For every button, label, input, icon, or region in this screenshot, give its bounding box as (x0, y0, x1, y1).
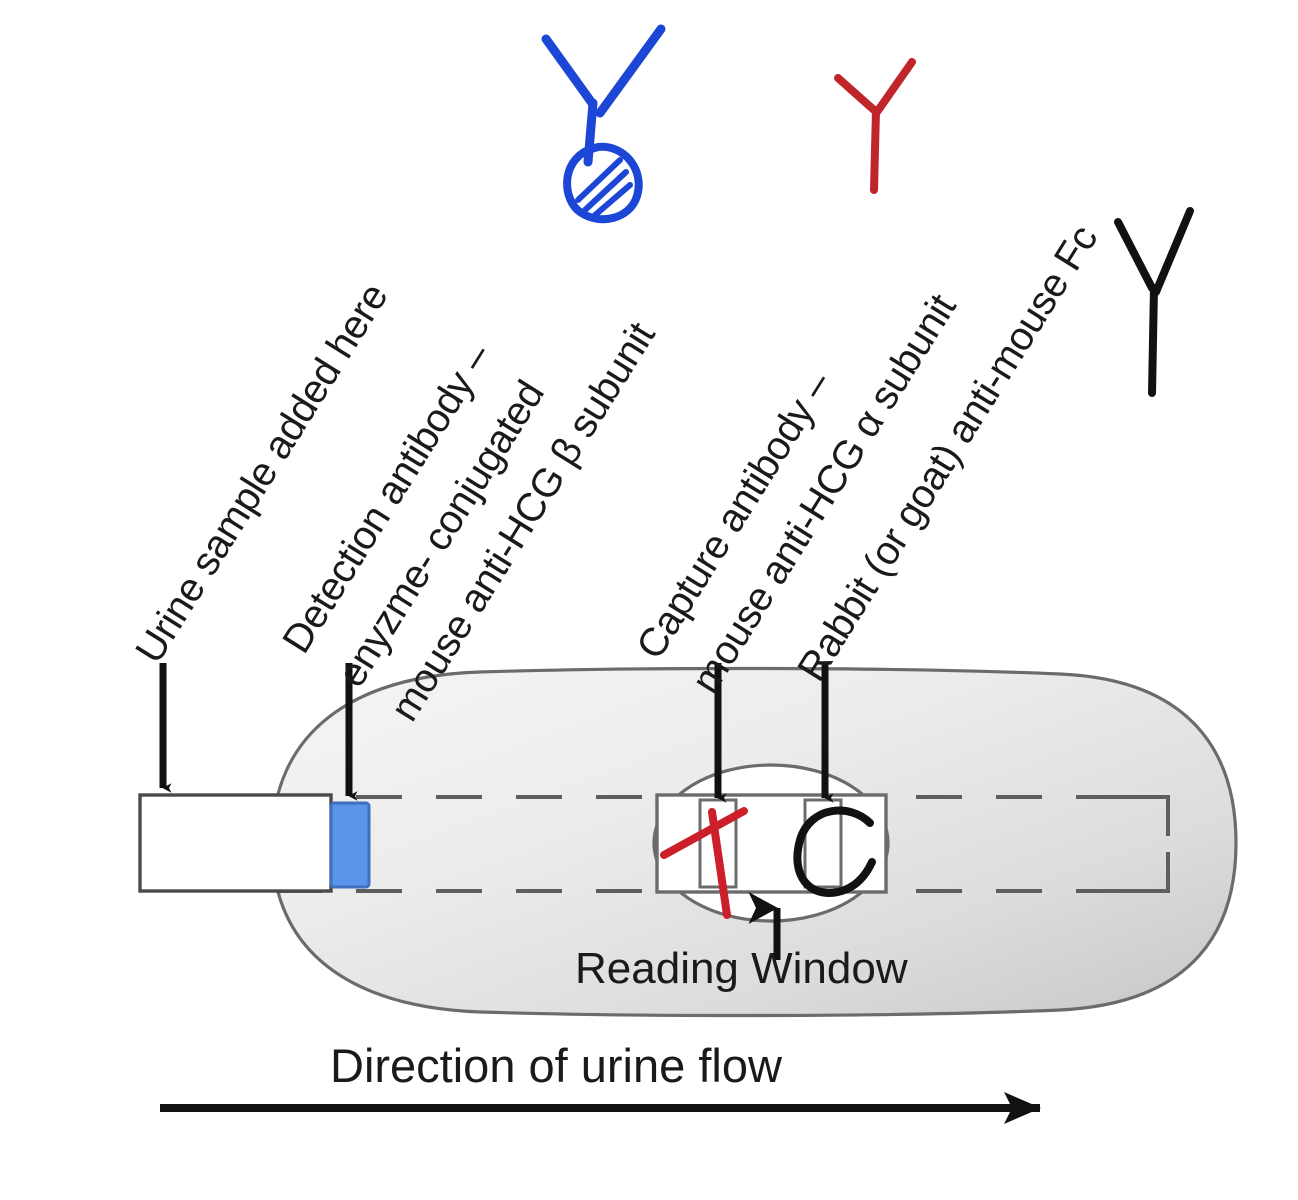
callout-arrows (159, 663, 834, 803)
membrane-bracket-top (1118, 795, 1170, 836)
test-line-marker-T (660, 807, 748, 919)
reading-window[interactable] (652, 763, 890, 923)
conjugate-pad[interactable] (329, 801, 371, 889)
blue-antibody-with-enzyme-icon (541, 24, 666, 224)
red-antibody-icon (834, 58, 916, 194)
control-line-marker-C (793, 806, 876, 897)
flow-direction-caption: Direction of urine flow (330, 1039, 782, 1092)
reading-window-caption: Reading Window (575, 944, 908, 993)
black-antibody-icon (1114, 207, 1194, 397)
sample-pad[interactable] (138, 793, 333, 893)
membrane-bracket-bottom (1118, 852, 1170, 893)
